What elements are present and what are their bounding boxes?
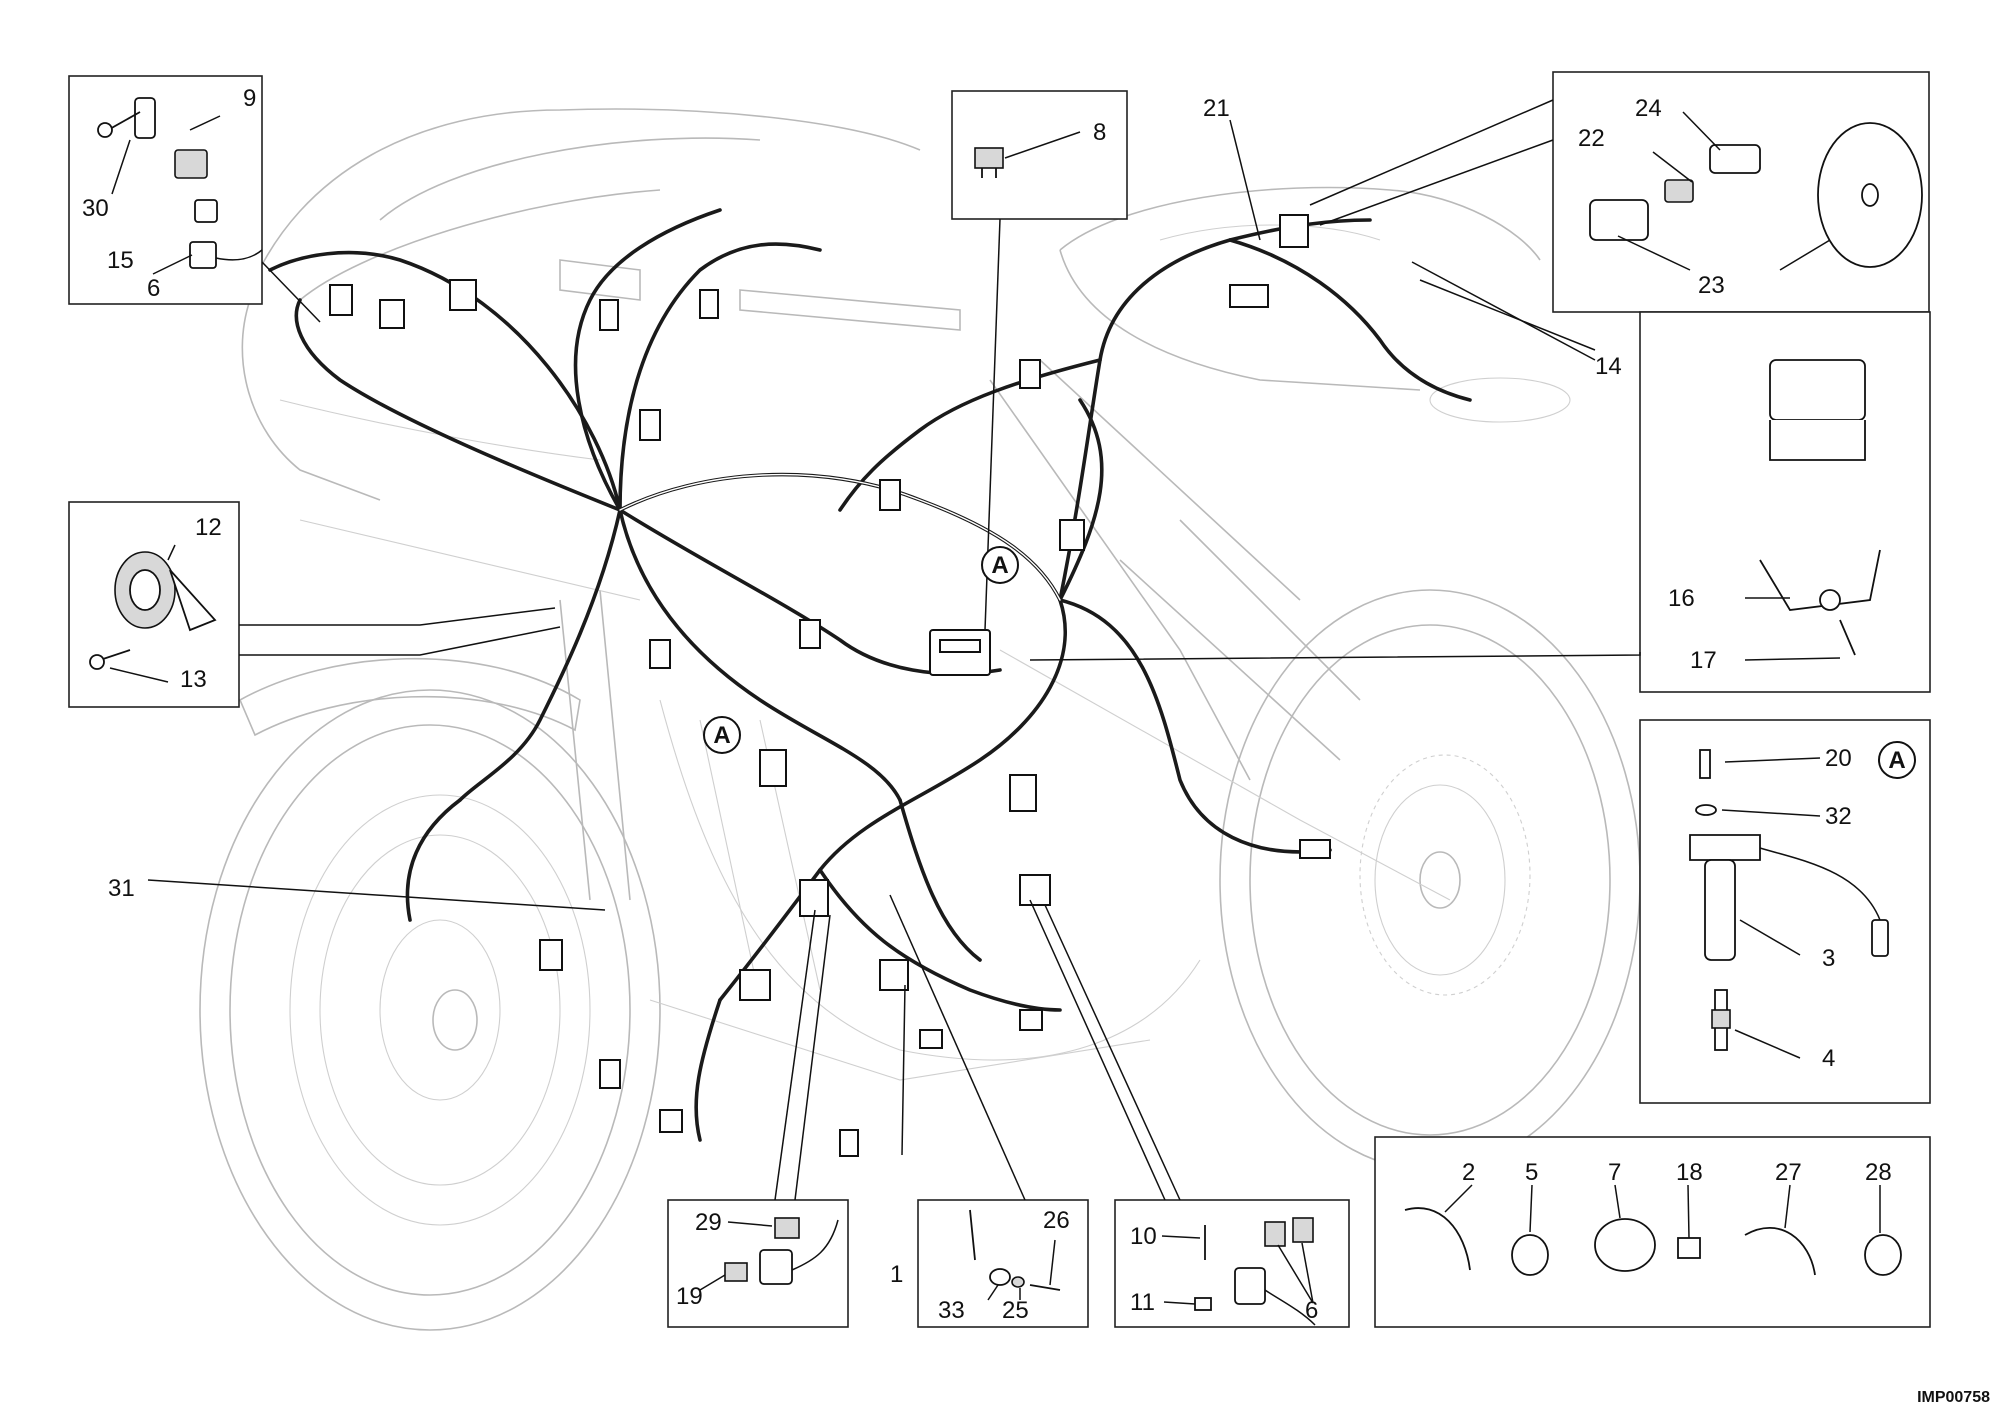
- inset-ignition-coil: [1639, 719, 1931, 1104]
- label-18: 18: [1676, 1159, 1703, 1186]
- detail-markers: A A A: [703, 546, 1916, 779]
- inset-relay-bottom: [1114, 1199, 1350, 1328]
- label-2: 2: [1462, 1159, 1475, 1186]
- inset-horn: [68, 501, 240, 708]
- svg-text:A: A: [1888, 747, 1905, 774]
- label-16: 16: [1668, 585, 1695, 612]
- label-12: 12: [195, 514, 222, 541]
- drawing-code: IMP00758: [1917, 1389, 1990, 1406]
- inset-ecu-bracket: [1639, 311, 1931, 693]
- label-10: 10: [1130, 1223, 1157, 1250]
- label-1: 1: [890, 1261, 903, 1288]
- label-23: 23: [1698, 272, 1725, 299]
- label-27: 27: [1775, 1159, 1802, 1186]
- label-17: 17: [1690, 647, 1717, 674]
- label-3: 3: [1822, 945, 1835, 972]
- label-5: 5: [1525, 1159, 1538, 1186]
- label-31: 31: [108, 875, 135, 902]
- label-21: 21: [1203, 95, 1230, 122]
- inset-fuse-holder: [667, 1199, 849, 1328]
- label-13: 13: [180, 666, 207, 693]
- label-22: 22: [1578, 125, 1605, 152]
- inset-cable-ties: [1374, 1136, 1931, 1328]
- inset-relay-topleft: [68, 75, 321, 323]
- label-6: 6: [147, 275, 160, 302]
- label-11: 11: [1130, 1289, 1155, 1316]
- label-25: 25: [1002, 1297, 1029, 1324]
- label-6b: 6: [1305, 1297, 1318, 1324]
- label-26: 26: [1043, 1207, 1070, 1234]
- label-20: 20: [1825, 745, 1852, 772]
- label-4: 4: [1822, 1045, 1835, 1072]
- label-14: 14: [1595, 353, 1622, 380]
- label-28: 28: [1865, 1159, 1892, 1186]
- svg-text:A: A: [991, 552, 1008, 579]
- label-32: 32: [1825, 803, 1852, 830]
- part-labels: 9 30 15 6 12 13 8 21 24 22 23 14 16 17 2…: [82, 85, 1892, 1324]
- label-19: 19: [676, 1283, 703, 1310]
- svg-text:A: A: [713, 722, 730, 749]
- label-15: 15: [107, 247, 134, 274]
- label-9: 9: [243, 85, 256, 112]
- detail-marker-a-2: A: [703, 716, 741, 754]
- label-29: 29: [695, 1209, 722, 1236]
- label-30: 30: [82, 195, 109, 222]
- motorcycle-outline: [199, 108, 1641, 1331]
- inset-fuse: [951, 90, 1128, 220]
- label-7: 7: [1608, 1159, 1621, 1186]
- detail-marker-a-1: A: [981, 546, 1019, 584]
- label-24: 24: [1635, 95, 1662, 122]
- label-33: 33: [938, 1297, 965, 1324]
- label-8: 8: [1093, 119, 1106, 146]
- inset-ground-bolt: [917, 1199, 1089, 1328]
- leader-lines: [109, 99, 1881, 1305]
- inset-ignition-switch: [1552, 71, 1930, 313]
- detail-marker-a-coil: A: [1878, 741, 1916, 779]
- main-harness: [268, 208, 1472, 1157]
